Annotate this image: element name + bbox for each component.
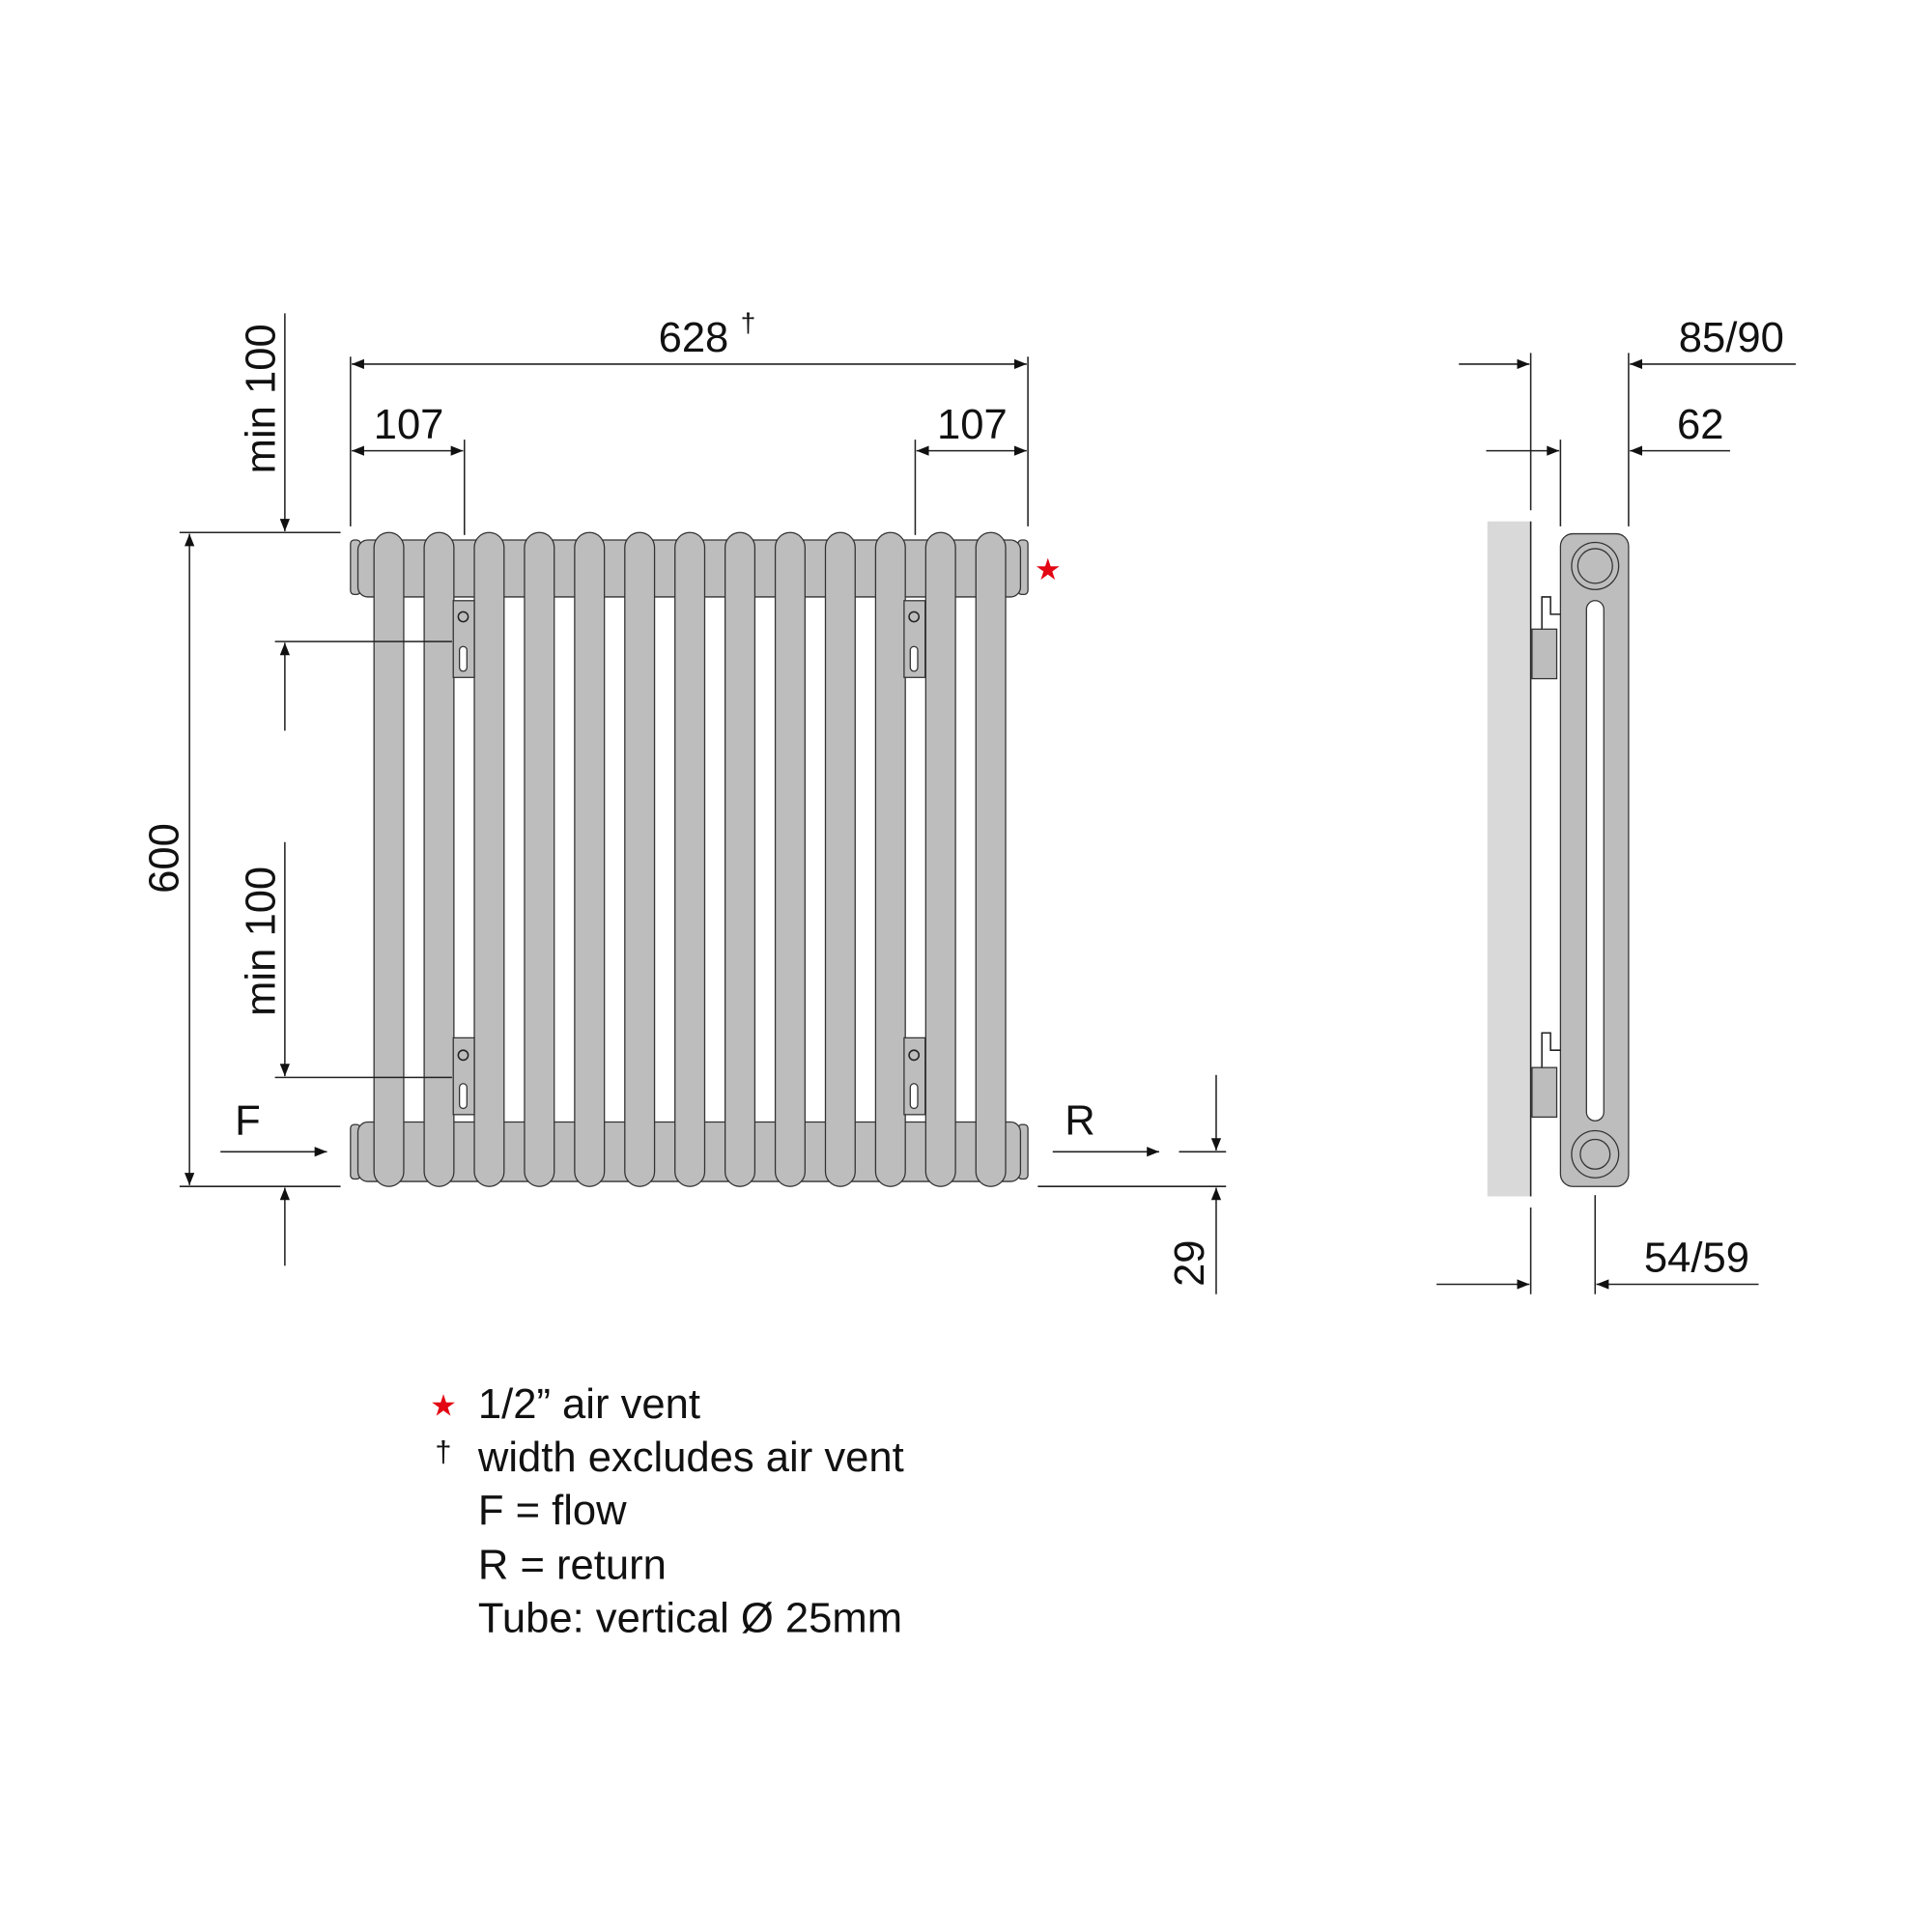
radiator-tube xyxy=(473,531,505,1187)
radiator-tube xyxy=(674,531,706,1187)
wall-to-pipe-label: 54/59 xyxy=(1644,1236,1749,1282)
legend-item: R = return xyxy=(478,1543,667,1589)
radiator-tube xyxy=(774,531,806,1187)
radiator-tube xyxy=(373,531,405,1187)
radiator-tube xyxy=(874,531,906,1187)
flow-label: F xyxy=(235,1097,261,1144)
legend-star-icon: ★ xyxy=(430,1388,457,1422)
radiator-tube xyxy=(975,531,1007,1187)
legend-item: width excludes air vent xyxy=(477,1435,904,1481)
radiator-front-view xyxy=(350,531,1029,1187)
depth-total-label: 85/90 xyxy=(1679,315,1784,361)
right-bracket-offset-label: 107 xyxy=(937,402,1008,448)
pipe-height-label: 29 xyxy=(1167,1239,1213,1286)
radiator-tube xyxy=(924,531,956,1187)
width-label: 628 xyxy=(659,315,729,361)
radiator-tube xyxy=(524,531,555,1187)
radiator-tube xyxy=(724,531,756,1187)
legend-item: F = flow xyxy=(478,1488,627,1534)
depth-radiator-label: 62 xyxy=(1677,402,1723,448)
width-dagger: † xyxy=(741,307,756,338)
left-bracket-offset-label: 107 xyxy=(374,402,444,448)
height-label: 600 xyxy=(142,823,188,894)
air-vent-star-icon: ★ xyxy=(1035,553,1062,586)
bracket-spacing-label: min 100 xyxy=(239,867,285,1016)
radiator-side-view xyxy=(1487,521,1630,1197)
top-clearance-label: min 100 xyxy=(239,324,285,473)
legend-item: 1/2” air vent xyxy=(478,1381,700,1428)
legend-dagger-icon: † xyxy=(435,1435,451,1468)
wall-bracket xyxy=(452,600,926,1116)
return-label: R xyxy=(1065,1097,1094,1144)
radiator-tube xyxy=(824,531,856,1187)
radiator-tube xyxy=(574,531,606,1187)
wall xyxy=(1487,521,1531,1197)
radiator-tube xyxy=(423,531,455,1187)
radiator-tube xyxy=(624,531,656,1187)
legend: ★ 1/2” air vent † width excludes air ven… xyxy=(430,1381,904,1642)
legend-item: Tube: vertical Ø 25mm xyxy=(478,1596,902,1642)
